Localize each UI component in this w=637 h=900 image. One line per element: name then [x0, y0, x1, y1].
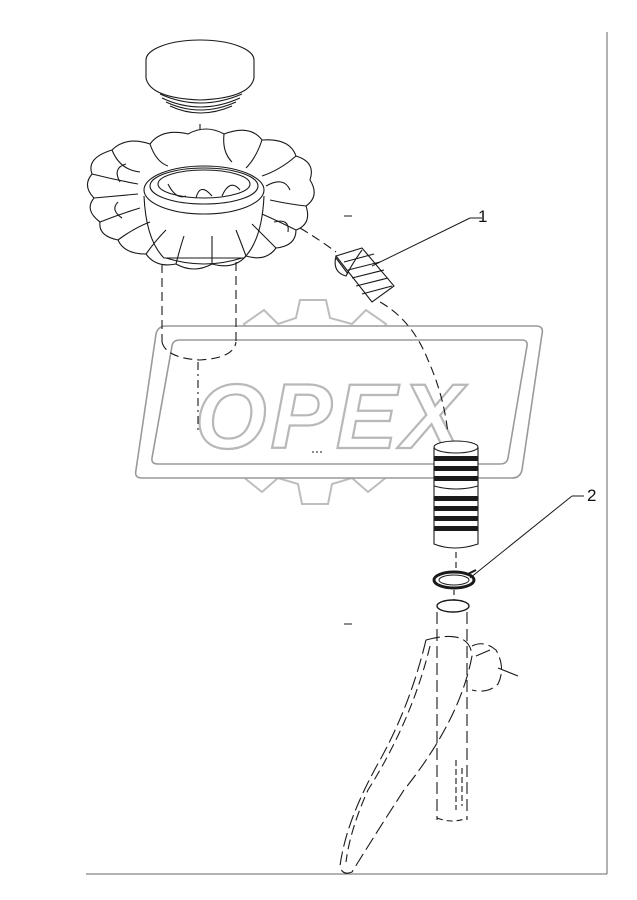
- distributor-assembly: [86, 39, 315, 432]
- coulter-part: [339, 590, 519, 874]
- callout-label-1: 1: [478, 207, 487, 226]
- hose-part-1: [299, 227, 395, 303]
- page-frame: [86, 32, 608, 875]
- watermark: OPEX: [134, 299, 544, 505]
- hose-part-2: [433, 440, 479, 570]
- tube-part: [161, 262, 237, 432]
- cap-part: [145, 39, 255, 114]
- watermark-band: [134, 325, 544, 479]
- callout-2: 2: [469, 486, 596, 579]
- connector-line: [379, 301, 449, 435]
- clamp-part: [432, 569, 477, 590]
- distributor-part: [86, 128, 315, 270]
- callout-label-2: 2: [587, 486, 596, 505]
- watermark-text: OPEX: [195, 366, 467, 468]
- reference-ticks: [312, 215, 352, 625]
- callout-1: 1: [371, 207, 487, 267]
